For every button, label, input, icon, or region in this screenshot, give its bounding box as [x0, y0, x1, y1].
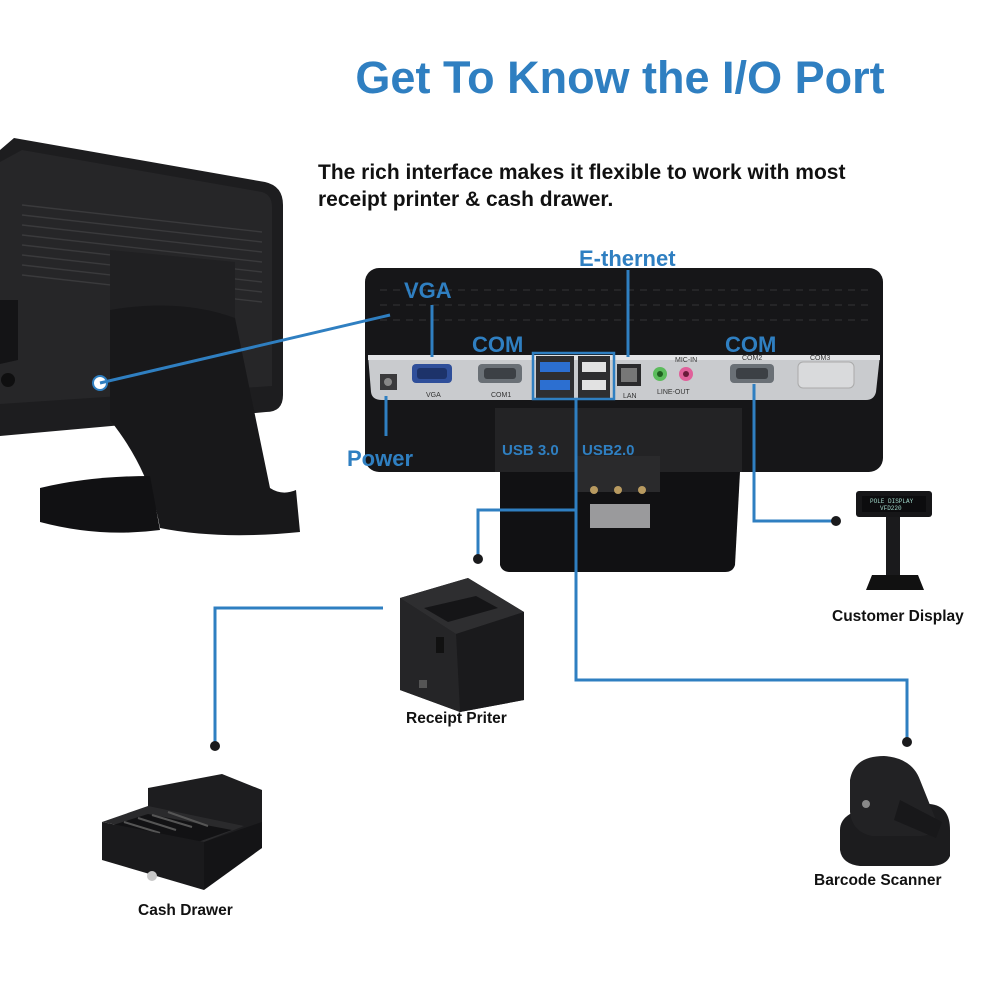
- pole-display-line1: POLE DISPLAY: [870, 498, 914, 505]
- cash-drawer-image: [102, 774, 262, 890]
- label-power: Power: [347, 446, 414, 471]
- label-com-right: COM: [725, 332, 777, 357]
- silk-lan: LAN: [623, 393, 637, 400]
- label-usb30: USB 3.0: [502, 442, 559, 459]
- subtitle: The rich interface makes it flexible to …: [318, 159, 958, 213]
- receipt-printer-image: [400, 578, 524, 712]
- page-title: Get To Know the I/O Port: [355, 52, 885, 103]
- label-ethernet: E-thernet: [579, 246, 676, 271]
- silk-line-out: LINE-OUT: [657, 389, 690, 396]
- label-customer-display: Customer Display: [832, 608, 964, 625]
- label-cash-drawer: Cash Drawer: [138, 902, 233, 919]
- label-com-left: COM: [472, 332, 524, 357]
- silk-mic-in: MIC-IN: [675, 357, 697, 364]
- silk-com3: COM3: [810, 355, 830, 362]
- customer-display-image: POLE DISPLAY VFD220: [856, 491, 932, 590]
- pole-display-line2: VFD220: [880, 505, 902, 512]
- barcode-scanner-image: [840, 756, 950, 866]
- label-barcode-scanner: Barcode Scanner: [814, 872, 942, 889]
- subtitle-line-2: receipt printer & cash drawer.: [318, 188, 614, 211]
- label-usb20: USB2.0: [582, 442, 635, 459]
- silk-com2: COM2: [742, 355, 762, 362]
- connector-lines: [99, 270, 909, 745]
- io-panel-image: VGA COM1 LAN MIC-IN LINE-OUT COM2 COM3: [365, 268, 883, 572]
- pos-terminal-image: [0, 138, 300, 536]
- silk-vga: VGA: [426, 392, 441, 399]
- subtitle-line-1: The rich interface makes it flexible to …: [318, 161, 846, 184]
- label-vga: VGA: [404, 278, 452, 303]
- label-receipt-printer: Receipt Priter: [406, 710, 507, 727]
- silk-com1: COM1: [491, 392, 511, 399]
